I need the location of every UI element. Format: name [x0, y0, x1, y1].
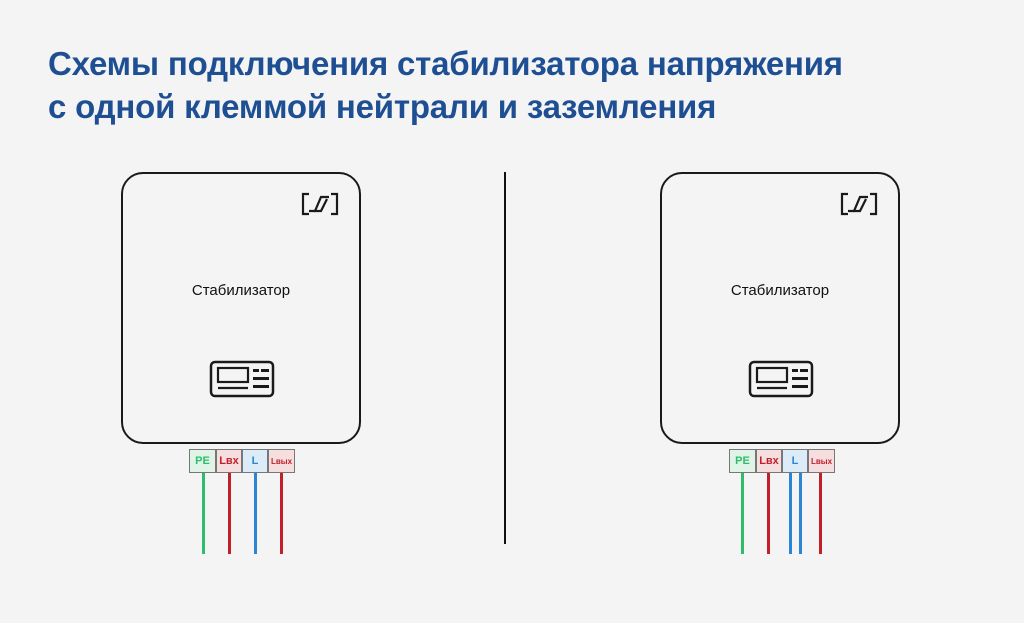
- terminal-l-out: Lвых: [268, 449, 295, 473]
- wire-l-out: [280, 473, 283, 554]
- title-line-2: с одной клеммой нейтрали и заземления: [48, 88, 717, 125]
- wire-l: [789, 473, 792, 554]
- terminal-l-out: Lвых: [808, 449, 835, 473]
- wire-l: [254, 473, 257, 554]
- wire-l: [799, 473, 802, 554]
- unit-label: Стабилизатор: [730, 282, 830, 299]
- terminal-l-in: Lвх: [756, 449, 782, 473]
- terminal-l: L: [782, 449, 808, 473]
- terminal-pe: PE: [189, 449, 216, 473]
- terminal-l-in: Lвх: [216, 449, 242, 473]
- page-title: Схемы подключения стабилизатора напряжен…: [48, 42, 843, 128]
- title-line-1: Схемы подключения стабилизатора напряжен…: [48, 45, 843, 82]
- wire-l-out: [819, 473, 822, 554]
- wire-l-in: [228, 473, 231, 554]
- terminal-block-right: PE Lвх L Lвых: [729, 449, 835, 473]
- wire-pe: [741, 473, 744, 554]
- display-panel-icon: [748, 360, 814, 398]
- wire-pe: [202, 473, 205, 554]
- unit-label: Стабилизатор: [191, 282, 291, 299]
- terminal-l: L: [242, 449, 268, 473]
- stabilizer-logo-icon: [301, 192, 339, 216]
- stabilizer-unit-right: Стабилизатор: [660, 172, 900, 444]
- center-divider: [504, 172, 506, 544]
- stabilizer-logo-icon: [840, 192, 878, 216]
- stabilizer-unit-left: Стабилизатор: [121, 172, 361, 444]
- wire-l-in: [767, 473, 770, 554]
- display-panel-icon: [209, 360, 275, 398]
- terminal-pe: PE: [729, 449, 756, 473]
- terminal-block-left: PE Lвх L Lвых: [189, 449, 295, 473]
